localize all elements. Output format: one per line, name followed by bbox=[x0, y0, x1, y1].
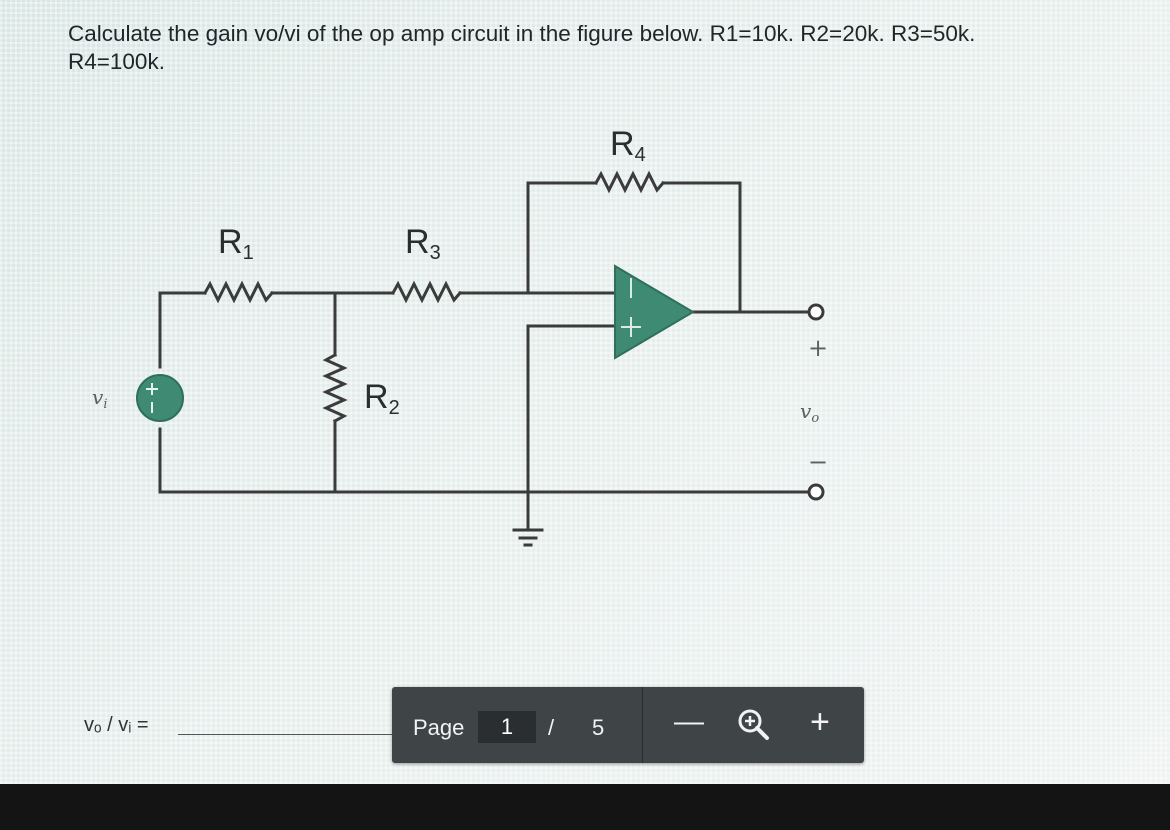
question-line-2: R4=100k. bbox=[68, 49, 165, 74]
page-separator: / bbox=[548, 715, 555, 740]
output-terminal-plus bbox=[807, 303, 825, 321]
op-amp-symbol bbox=[614, 264, 695, 360]
resistor-r4 bbox=[593, 170, 666, 194]
r1-label: R1 bbox=[218, 223, 254, 264]
r2-label: R2 bbox=[364, 378, 400, 419]
resistor-r3 bbox=[390, 280, 463, 304]
current-page-input[interactable]: 1 bbox=[478, 711, 536, 743]
answer-label: vₒ / vᵢ = bbox=[84, 714, 149, 736]
vi-label: vi bbox=[92, 385, 107, 412]
toolbar-divider bbox=[642, 687, 643, 763]
zoom-in-button[interactable]: + bbox=[810, 703, 830, 741]
answer-input-line[interactable] bbox=[178, 734, 396, 735]
vo-label: vo bbox=[800, 399, 819, 426]
monitor-bezel bbox=[0, 784, 1170, 830]
vo-plus-sign: + bbox=[808, 334, 828, 362]
zoom-magnifier-icon[interactable] bbox=[736, 707, 772, 743]
voltage-source-symbol bbox=[136, 374, 184, 422]
resistor-r1 bbox=[202, 280, 275, 304]
page-label: Page bbox=[413, 715, 465, 740]
op-amp-circuit-figure: R1 R3 R2 R4 vi vo + − bbox=[92, 125, 828, 547]
output-terminal-minus bbox=[807, 483, 825, 501]
vo-minus-sign: − bbox=[808, 448, 828, 476]
r4-label: R4 bbox=[610, 125, 646, 166]
r3-label: R3 bbox=[405, 223, 441, 264]
pdf-page-toolbar: Page 1 / 5 — + bbox=[392, 687, 864, 763]
zoom-out-button[interactable]: — bbox=[674, 705, 704, 738]
question-line-1: Calculate the gain vo/vi of the op amp c… bbox=[68, 21, 976, 46]
question-text: Calculate the gain vo/vi of the op amp c… bbox=[68, 20, 1148, 76]
total-pages: 5 bbox=[592, 715, 605, 740]
document-viewer: Calculate the gain vo/vi of the op amp c… bbox=[0, 0, 1170, 784]
resistor-r2 bbox=[322, 352, 348, 424]
